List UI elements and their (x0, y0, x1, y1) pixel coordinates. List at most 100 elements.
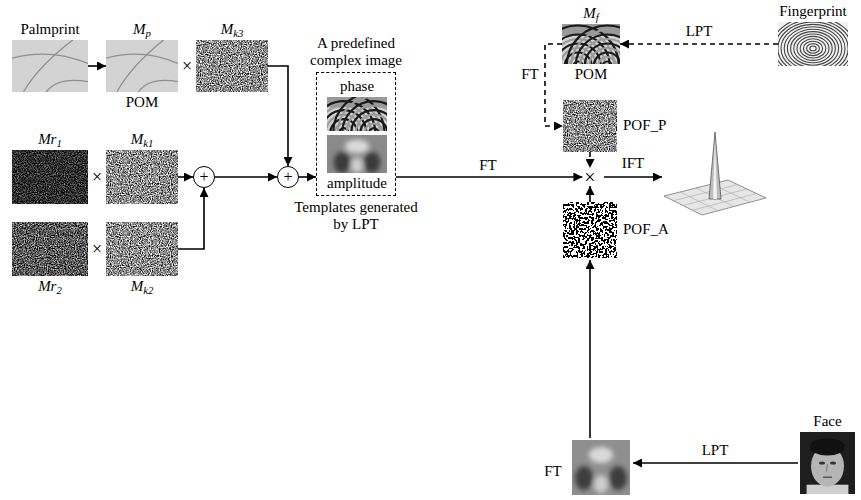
node-caption: POF_P (623, 117, 666, 134)
picture-detail (23, 40, 72, 92)
picture-detail (334, 152, 351, 173)
picture-detail (369, 128, 378, 131)
edge-label: FT (477, 157, 499, 174)
node-picture (778, 22, 848, 66)
arrow-label: IFT (620, 155, 647, 172)
node-picture (106, 150, 178, 204)
picture-detail (196, 40, 268, 92)
noise-picture (196, 40, 268, 92)
plot-peak (709, 132, 721, 199)
picture-detail (589, 48, 620, 64)
arrow-label: LPT (700, 442, 731, 459)
picture-detail (830, 461, 836, 464)
picture-detail (567, 26, 620, 65)
node-picture (327, 97, 387, 131)
subscript: k3 (233, 27, 243, 39)
noise-picture (563, 100, 617, 152)
arrow-label: FT (542, 463, 564, 480)
picture-detail (594, 53, 620, 65)
connector-arrow (178, 176, 193, 178)
subscript: 2 (56, 284, 61, 296)
picture-detail (334, 140, 381, 173)
subscript: f (596, 11, 599, 23)
plot-peak-highlight (713, 140, 717, 199)
picture-detail (351, 110, 387, 131)
edge-label: FT (519, 66, 541, 83)
amp-picture (327, 135, 387, 173)
random-image: Mr1 (12, 150, 88, 204)
connector-arrow (88, 65, 106, 67)
picture-detail (117, 40, 164, 92)
operator-symbol: + (199, 169, 208, 185)
filter-image: POF_A (563, 202, 617, 258)
face-picture (800, 432, 855, 494)
picture-detail (803, 41, 822, 55)
picture-detail (46, 80, 88, 92)
picture-detail (356, 115, 387, 131)
phase-picture (327, 97, 387, 131)
connector-arrow (589, 186, 591, 202)
random-image: Mr2 (12, 222, 88, 276)
picture-detail (106, 222, 178, 276)
connector-arrow (178, 188, 204, 249)
binary-picture (563, 202, 617, 258)
node-caption: Templates generated by LPT (291, 199, 421, 234)
node-caption: POM (575, 66, 608, 83)
connector-arrow (620, 43, 778, 45)
noiseDark-picture (12, 150, 88, 204)
connector-arrow (545, 44, 563, 126)
pom-image: MfPOM (562, 24, 620, 64)
noiseMid-picture (12, 222, 88, 276)
operator-symbol: × (180, 56, 194, 77)
picture-detail (364, 152, 381, 173)
picture-detail (338, 97, 387, 131)
picture-detail (351, 158, 363, 173)
phase-picture (562, 24, 620, 64)
node-picture (800, 432, 855, 494)
node-picture (327, 135, 387, 173)
face-lpt-template (572, 440, 630, 495)
amplitude-image: amplitude (327, 135, 387, 173)
picture-detail (810, 46, 816, 51)
subscript: p (146, 27, 151, 39)
node-caption: phase (340, 78, 374, 95)
picture-detail (345, 140, 369, 154)
picture-detail (360, 119, 387, 131)
node-caption: Palmprint (20, 21, 79, 38)
picture-detail (365, 124, 383, 131)
noise-picture (106, 222, 178, 276)
node-picture (106, 40, 178, 92)
picture-detail (603, 62, 612, 65)
template-blob (609, 466, 627, 490)
picture-detail (327, 135, 387, 173)
node-picture (563, 202, 617, 258)
node-caption: Mk1 (131, 131, 154, 148)
picture-detail (138, 80, 178, 92)
picture-detail (598, 57, 616, 64)
node-caption: A predefined complex image (301, 35, 411, 70)
node-caption: Mk2 (131, 278, 154, 295)
key-mask-image: Mk2 (106, 222, 178, 276)
picture-detail (12, 150, 88, 204)
node-caption: Mk3 (221, 21, 244, 38)
picture-detail (571, 30, 620, 64)
template-blob (594, 475, 608, 493)
node-picture (12, 222, 88, 276)
node-caption: POF_A (623, 221, 669, 238)
picture-detail (563, 202, 617, 258)
ft-arrow (589, 260, 591, 438)
node-picture (196, 40, 268, 92)
filter-image: POF_P (563, 100, 617, 152)
picture-detail (333, 97, 387, 131)
node-caption: Face (813, 413, 841, 430)
palm-picture (106, 40, 178, 92)
picture-detail (800, 39, 826, 58)
subscript: k2 (143, 284, 153, 296)
adder-circle: + (277, 166, 299, 188)
picture-detail (794, 34, 832, 63)
correlation-peak-plot (664, 132, 766, 215)
connector-arrow (215, 176, 277, 178)
template-ground (572, 440, 630, 495)
picture-detail (106, 40, 178, 92)
palm-picture (12, 40, 88, 92)
